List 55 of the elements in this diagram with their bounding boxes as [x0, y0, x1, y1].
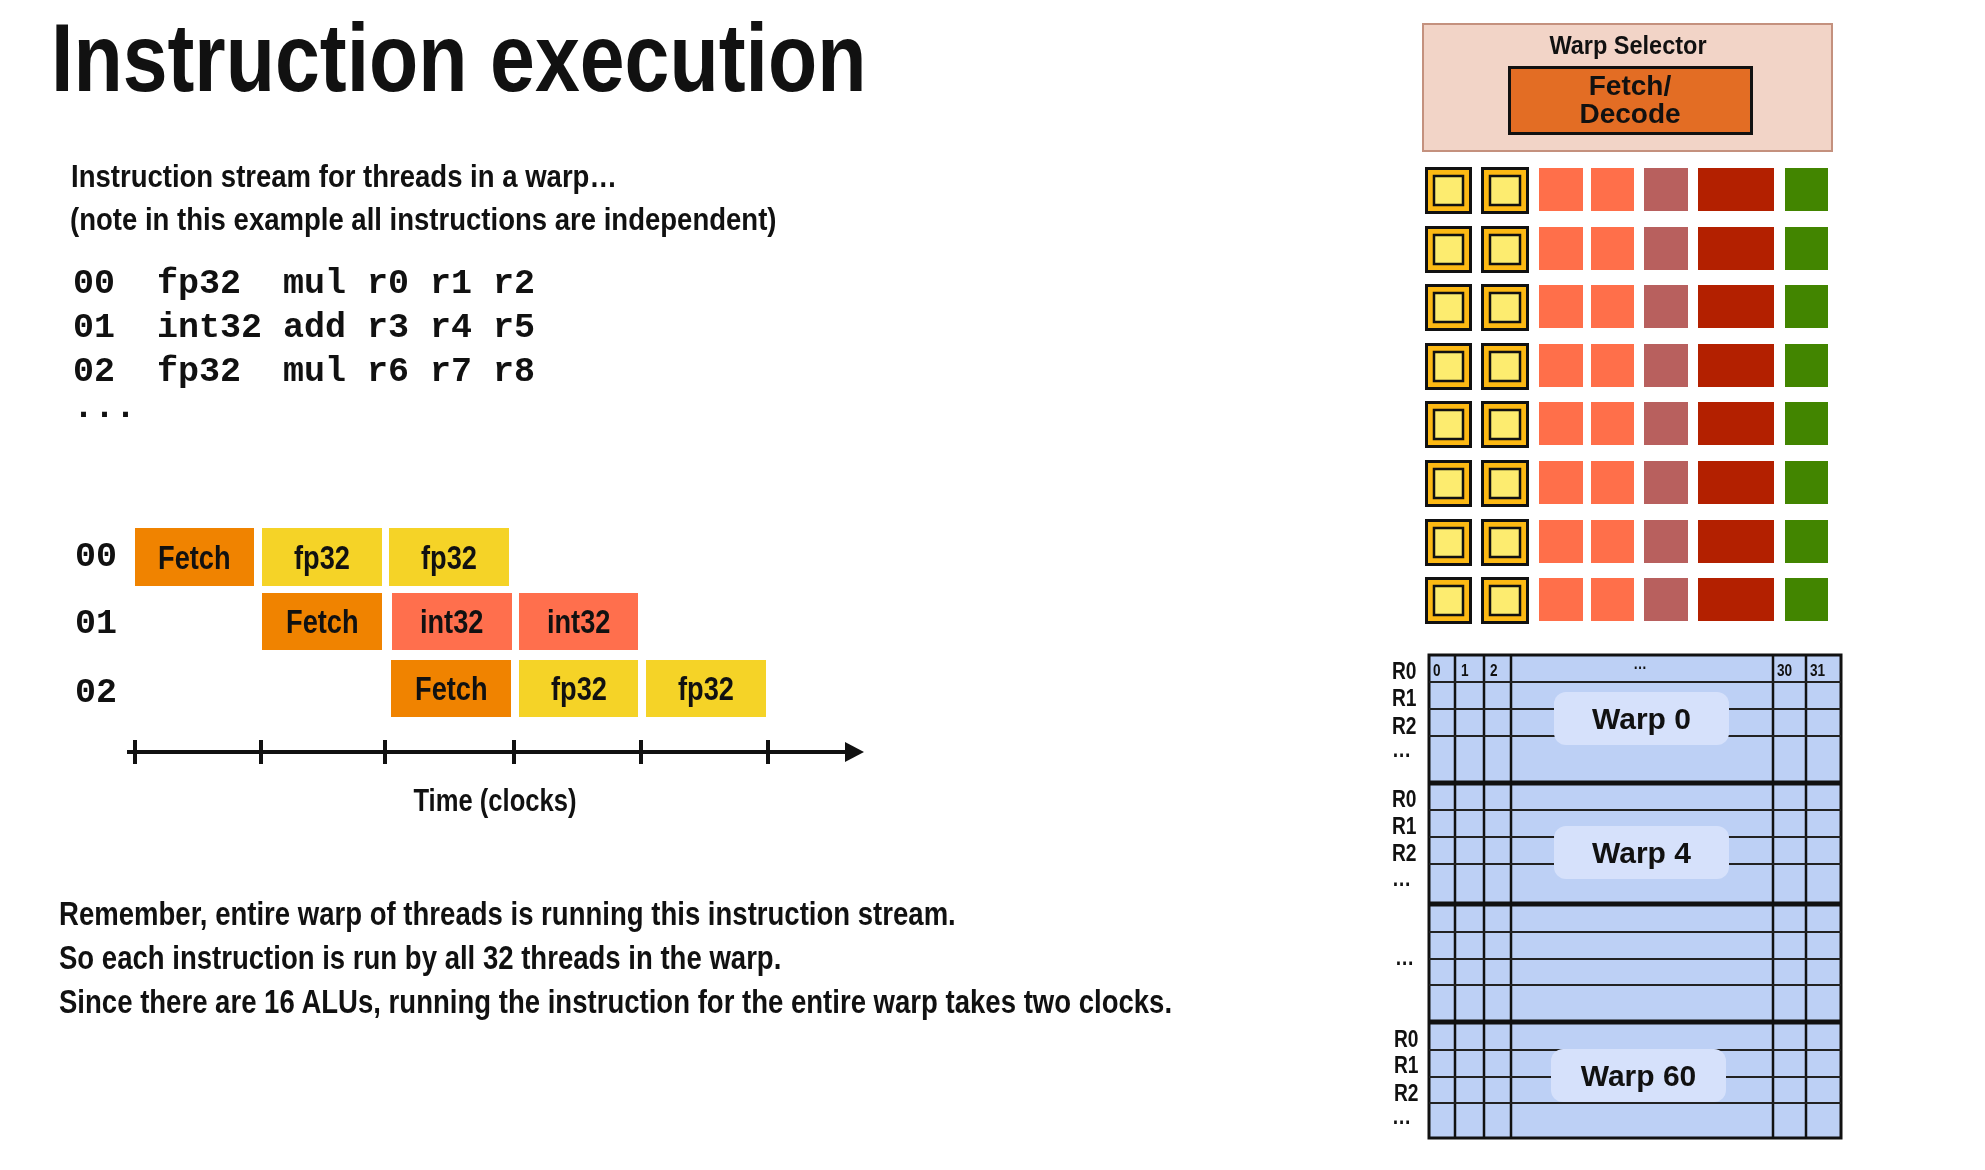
lane-number: 31 — [1810, 661, 1826, 681]
stage-label: Fetch — [285, 602, 359, 641]
unit-label: Fetch/ Decode — [1578, 72, 1682, 128]
register-name: R0 — [1394, 1024, 1419, 1052]
row-number: 02 — [75, 672, 117, 715]
body-text: Remember, entire warp of threads is running this instruction stream. — [59, 893, 956, 934]
warp-ellipsis: … — [1395, 942, 1415, 970]
register-name: R0 — [1392, 784, 1417, 812]
slide-title: Instruction execution — [51, 10, 867, 106]
warp-label-panel — [1554, 826, 1729, 879]
register-name: R1 — [1392, 811, 1417, 839]
register-name: R1 — [1394, 1050, 1419, 1078]
register-name: R1 — [1392, 683, 1417, 711]
fetch-decode-unit — [1507, 65, 1753, 135]
panel-heading: Warp Selector — [1548, 31, 1707, 60]
subtitle: Instruction stream for threads in a warp… — [71, 157, 617, 196]
lane-ellipsis: … — [1633, 654, 1647, 674]
pipeline-stage-block — [135, 528, 254, 586]
pipeline-stage-block — [262, 593, 382, 650]
pipeline-stage-block — [389, 528, 509, 586]
stage-label: fp32 — [550, 669, 607, 708]
body-text: Since there are 16 ALUs, running the instruction for the entire warp takes two clocks. — [59, 981, 1173, 1022]
stage-label: int32 — [546, 602, 611, 641]
pipeline-stage-block — [392, 593, 512, 650]
stage-label: fp32 — [294, 537, 350, 577]
register-name: R2 — [1392, 838, 1417, 866]
pipeline-stage-block — [519, 593, 638, 650]
code-line: 01 int32 add r3 r4 r5 — [73, 307, 536, 350]
code-line: 00 fp32 mul r0 r1 r2 — [73, 263, 536, 306]
lane-number: 1 — [1461, 661, 1469, 681]
warp-name: Warp 4 — [1592, 835, 1691, 870]
pipeline-stage-block — [391, 660, 511, 717]
warp-label-panel — [1551, 1049, 1726, 1102]
register-ellipsis: … — [1392, 863, 1412, 891]
pipeline-stage-block — [262, 528, 382, 586]
lane-number: 0 — [1433, 661, 1441, 681]
axis-label: Time (clocks) — [413, 781, 577, 820]
stage-label: Fetch — [158, 537, 231, 577]
row-number: 01 — [75, 603, 117, 646]
row-number: 00 — [75, 536, 117, 579]
lane-number: 2 — [1490, 661, 1498, 681]
warp-selector-panel — [1422, 23, 1833, 152]
note-text: (note in this example all instructions are independent) — [70, 200, 777, 239]
pipeline-stage-block — [646, 660, 766, 717]
register-name: R0 — [1392, 656, 1417, 684]
stage-label: int32 — [420, 602, 484, 641]
warp-label-panel — [1554, 692, 1729, 745]
stage-label: Fetch — [414, 669, 488, 708]
warp-name: Warp 60 — [1580, 1058, 1697, 1093]
stage-label: fp32 — [678, 669, 734, 708]
body-text: So each instruction is run by all 32 threads in the warp. — [59, 937, 782, 978]
warp-name: Warp 0 — [1592, 701, 1691, 736]
lane-number: 30 — [1777, 661, 1793, 681]
pipeline-stage-block — [519, 660, 638, 717]
stage-label: fp32 — [421, 537, 477, 577]
